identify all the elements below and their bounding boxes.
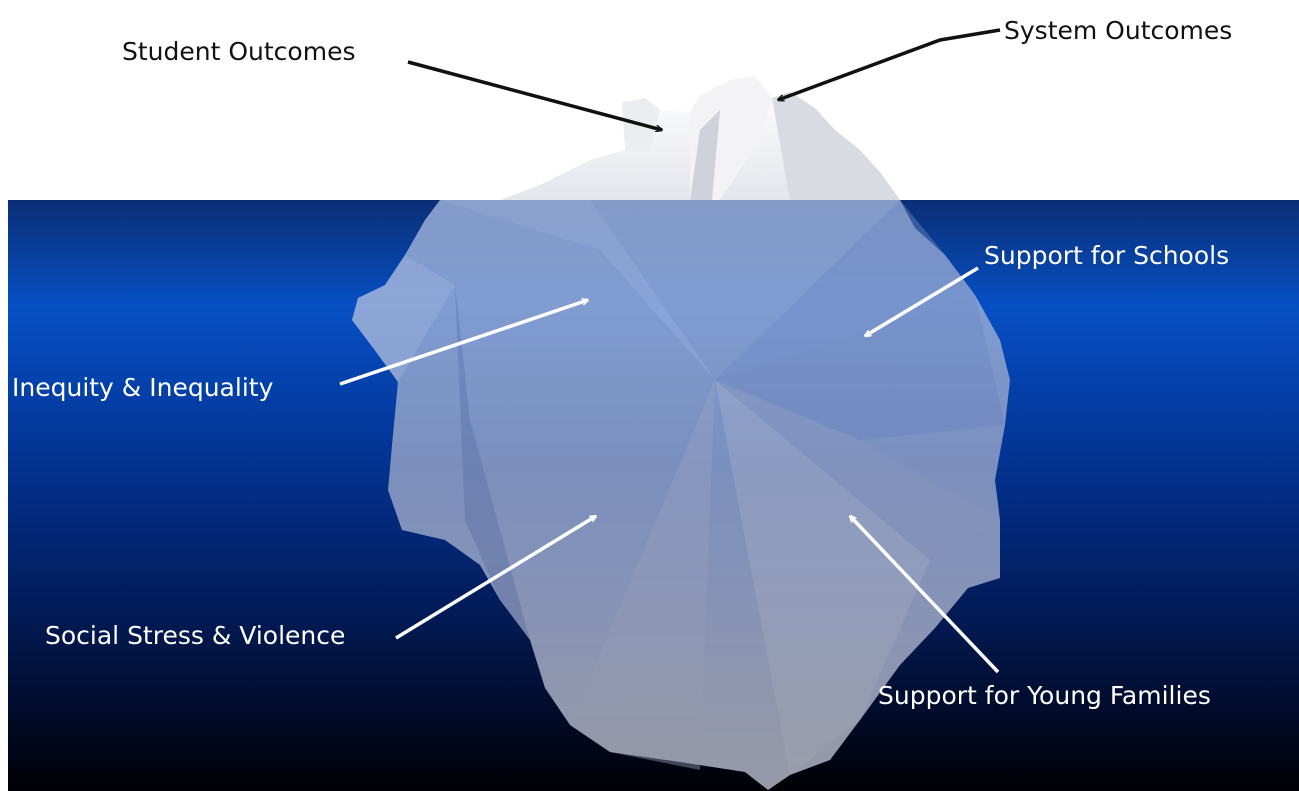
system-outcomes-arrow [778, 28, 1001, 100]
iceberg-submerged [352, 200, 1010, 790]
inequity-arrow [339, 300, 588, 386]
support-for-young-families-label: Support for Young Families [878, 681, 1211, 710]
social-stress-violence-label: Social Stress & Violence [45, 621, 346, 650]
support-for-schools-arrow [865, 266, 979, 338]
student-outcomes-label: Student Outcomes [122, 37, 356, 66]
student-outcomes-arrow [407, 60, 662, 130]
social-stress-arrow [395, 514, 596, 640]
young-families-arrow [850, 516, 1000, 674]
system-outcomes-label: System Outcomes [1004, 16, 1233, 45]
iceberg-tip [500, 76, 900, 200]
inequity-inequality-label: Inequity & Inequality [12, 373, 274, 402]
support-for-schools-label: Support for Schools [984, 241, 1230, 270]
